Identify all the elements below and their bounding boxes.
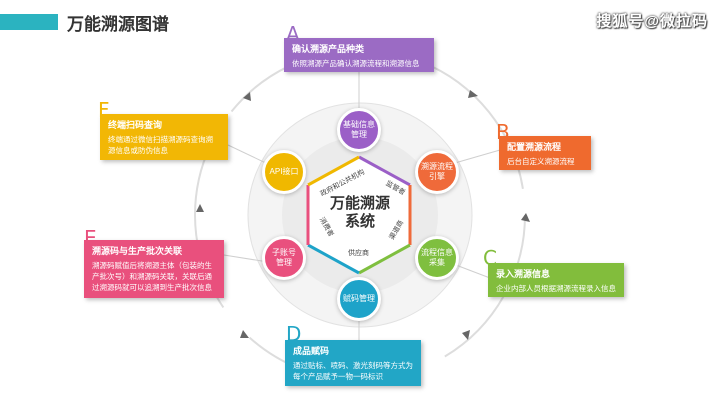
node-info-collect[interactable]: 流程信息 采集 [415, 236, 459, 280]
card-d-title: 成品赋码 [293, 346, 330, 356]
step-letter-f: F [98, 98, 110, 122]
node-trace-engine[interactable]: 溯源流程 引擎 [415, 150, 459, 194]
page-title: 万能溯源图谱 [67, 15, 169, 34]
ring-arrow [240, 330, 249, 338]
center-title-line2: 系统 [344, 213, 375, 230]
card-f: 终端扫码查询 终端通过微信扫描溯源码查询溯源信息或防伪信息 [100, 114, 228, 160]
ring-arrow [243, 92, 251, 101]
watermark: 搜狐号@微拉码 [596, 13, 708, 30]
ring-arrow [468, 90, 478, 98]
node-basic-info-label: 基础信息 管理 [343, 120, 375, 139]
connector-f [227, 144, 271, 166]
card-e-desc: 溯源码赋值后将溯源主体（包装的生产批次号）和溯源码关联，关联后通过溯源码就可以追… [92, 261, 212, 292]
card-b-desc: 后台自定义溯源流程 [507, 157, 575, 166]
card-c-desc: 企业内部人员根据溯源流程录入信息 [496, 284, 616, 293]
ring-arrow [196, 204, 204, 212]
card-c-title: 录入溯源信息 [496, 269, 551, 279]
hex-edge [307, 155, 360, 187]
card-c: 录入溯源信息 企业内部人员根据溯源流程录入信息 [488, 263, 624, 297]
title-accent-bar [0, 14, 58, 30]
card-b-title: 配置溯源流程 [507, 142, 562, 152]
node-code-manage[interactable]: 赋码管理 [337, 277, 381, 321]
node-api[interactable]: API接口 [262, 150, 306, 194]
card-a-title: 确认溯源产品种类 [292, 44, 365, 54]
card-b: 配置溯源流程 后台自定义溯源流程 [499, 136, 591, 170]
node-api-label: API接口 [269, 167, 299, 176]
card-d-desc: 通过贴标、喷码、激光刻码等方式为每个产品赋予一物一码标识 [293, 361, 413, 381]
ring-arrow [521, 213, 530, 222]
hex-label-supplier: 供应商 [348, 250, 369, 257]
card-a-desc: 依照溯源产品确认溯源流程和溯源信息 [292, 59, 420, 68]
card-e: 溯源码与生产批次关联 溯源码赋值后将溯源主体（包装的生产批次号）和溯源码关联，关… [84, 240, 224, 298]
node-sub-account[interactable]: 子账号 管理 [262, 236, 306, 280]
card-e-title: 溯源码与生产批次关联 [92, 246, 183, 256]
center-title: 万能溯源 系统 [320, 195, 400, 231]
ring-arrow [462, 330, 470, 340]
node-basic-info[interactable]: 基础信息 管理 [337, 108, 381, 152]
card-a: 确认溯源产品种类 依照溯源产品确认溯源流程和溯源信息 [284, 38, 434, 72]
connector-e [223, 254, 269, 263]
hex-edge [307, 243, 360, 275]
hex-edge [358, 155, 411, 187]
node-code-manage-label: 赋码管理 [343, 294, 375, 303]
card-d: 成品赋码 通过贴标、喷码、激光刻码等方式为每个产品赋予一物一码标识 [285, 340, 421, 386]
node-trace-engine-label: 溯源流程 引擎 [421, 162, 453, 181]
hex-edge [358, 243, 411, 275]
node-sub-account-label: 子账号 管理 [272, 248, 296, 267]
card-f-title: 终端扫码查询 [108, 120, 163, 130]
card-f-desc: 终端通过微信扫描溯源码查询溯源信息或防伪信息 [108, 135, 213, 155]
node-info-collect-label: 流程信息 采集 [421, 248, 453, 267]
center-title-line1: 万能溯源 [329, 195, 390, 212]
